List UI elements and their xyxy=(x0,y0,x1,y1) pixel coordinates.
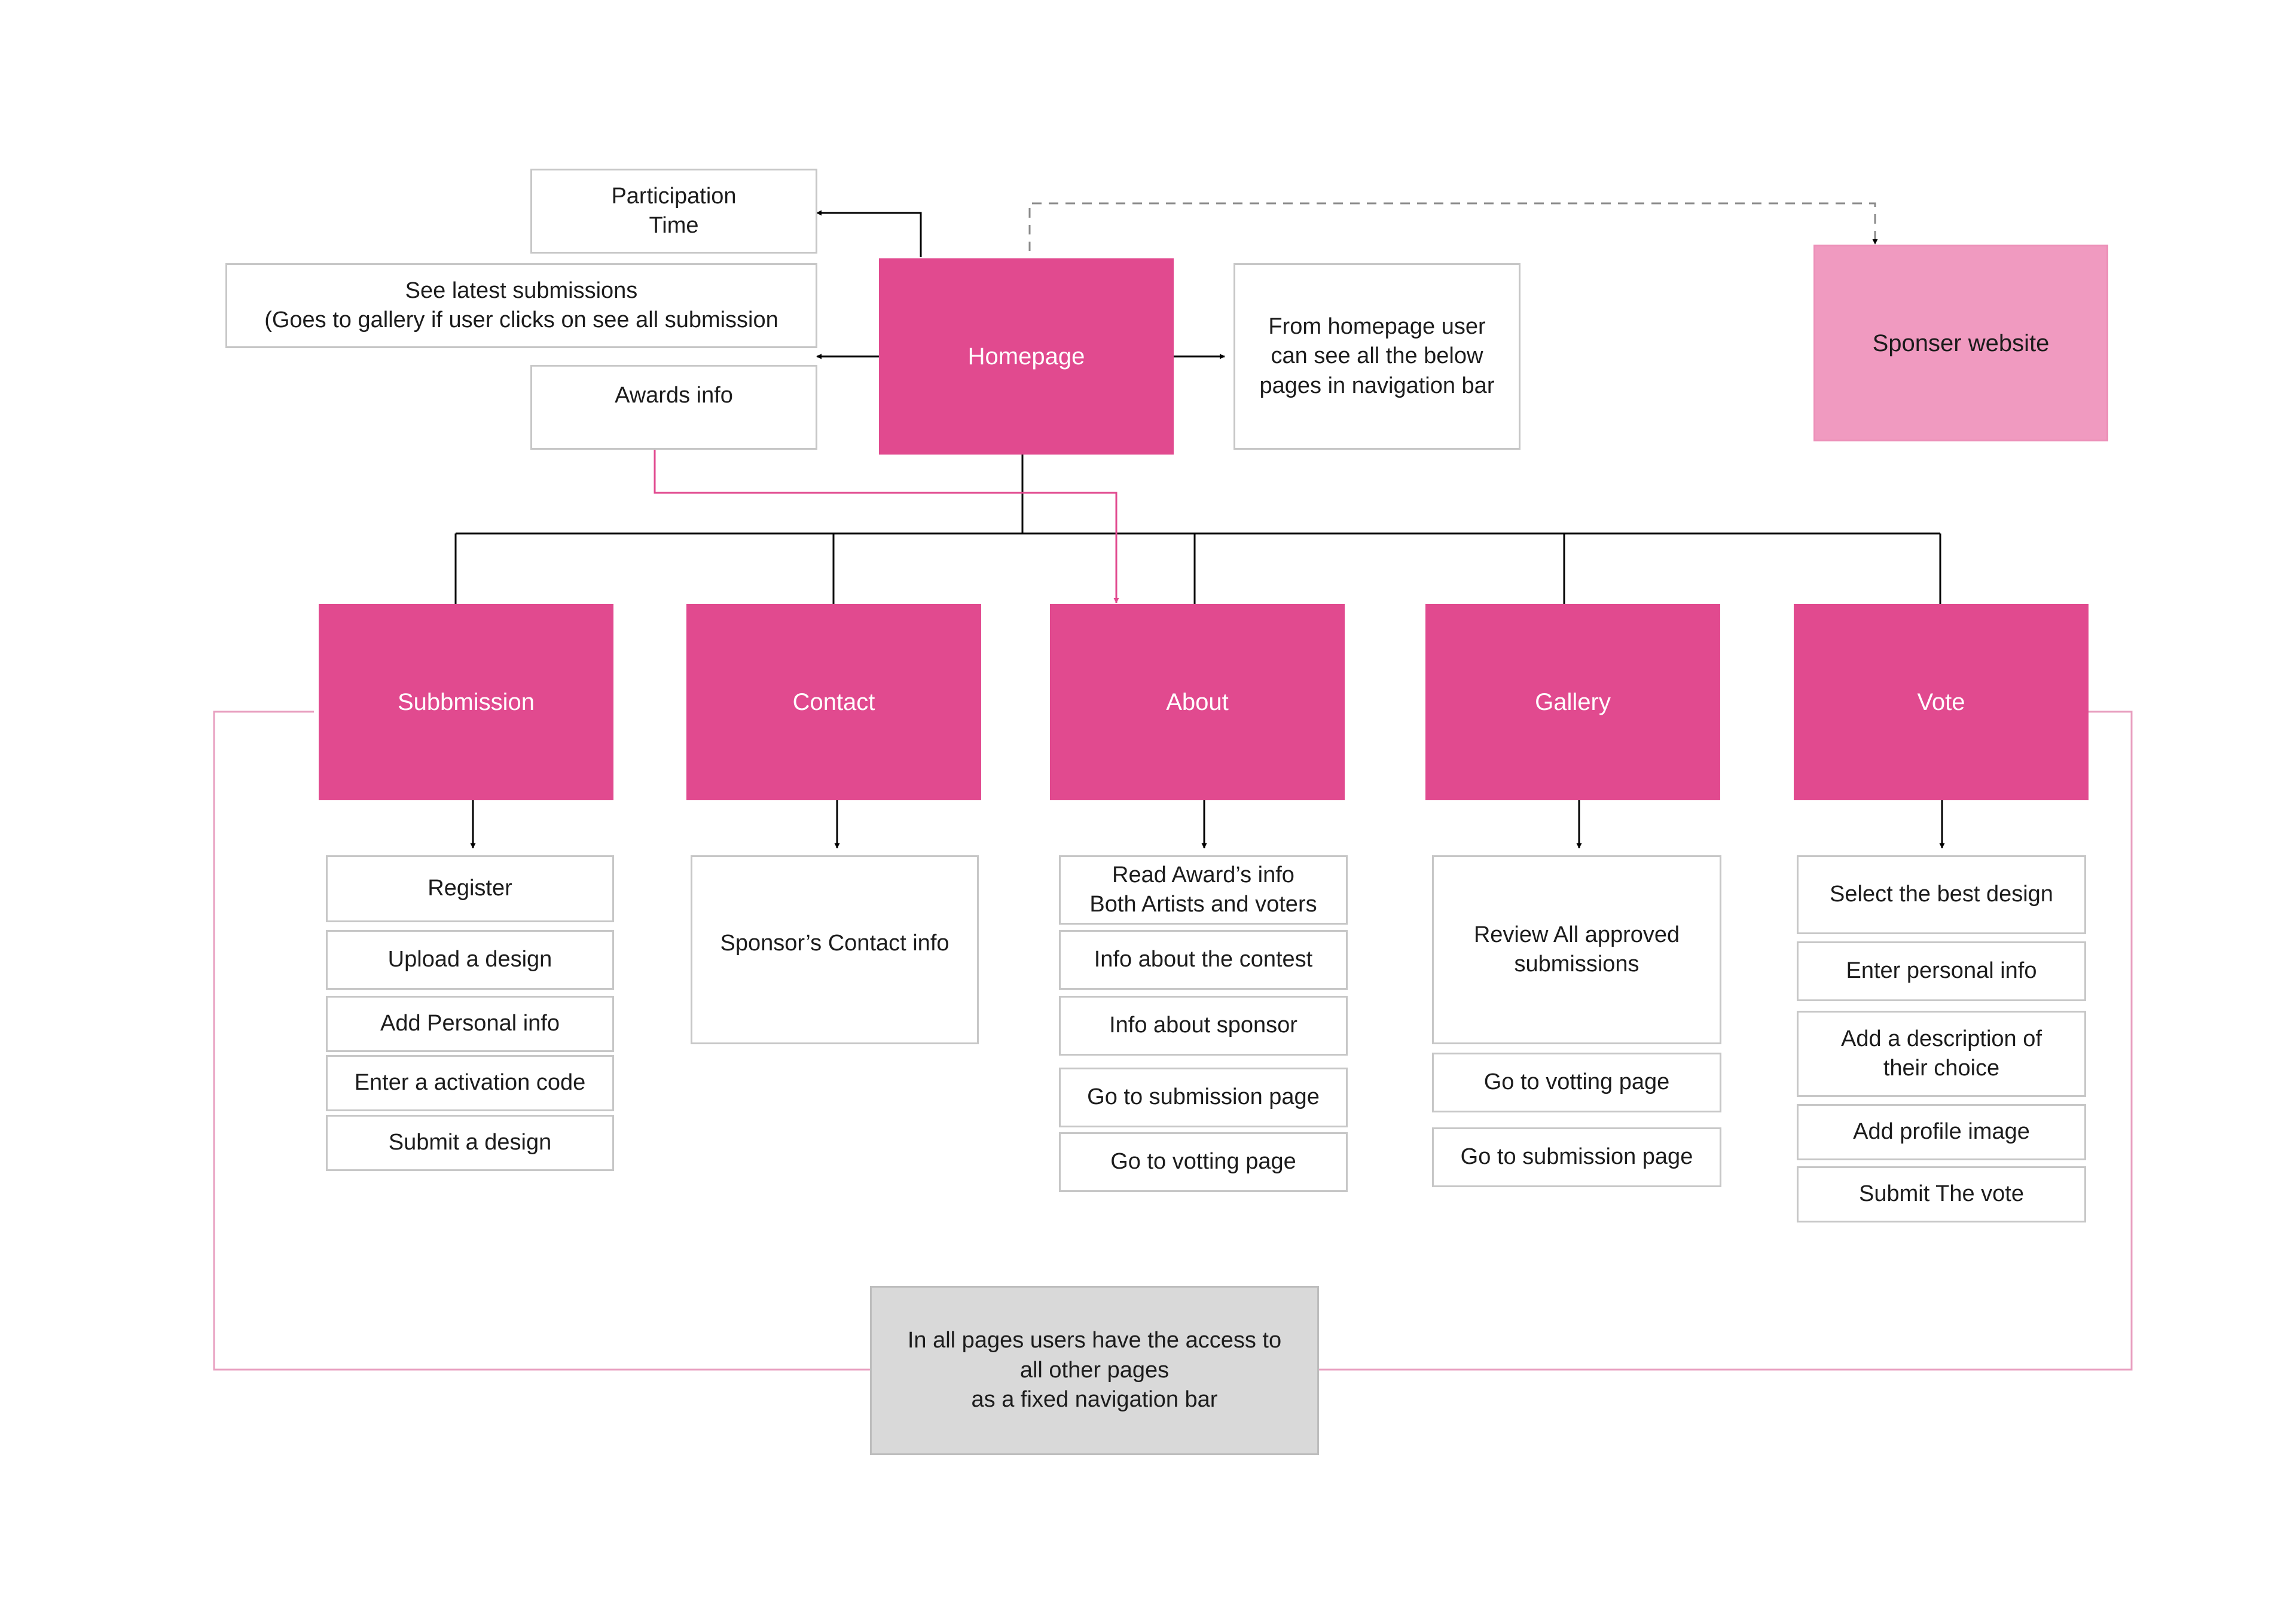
global-navigation-note: In all pages users have the access to al… xyxy=(870,1286,1319,1455)
page-about: About xyxy=(1050,604,1345,800)
vote-item-submit: Submit The vote xyxy=(1797,1166,2086,1222)
edge-homepage-sponsor xyxy=(1028,202,1878,251)
submission-item-register: Register xyxy=(326,855,614,922)
vote-item-description: Add a description of their choice xyxy=(1797,1011,2086,1097)
submission-item-personal-info: Add Personal info xyxy=(326,996,614,1052)
edge-nav-loop-right xyxy=(1319,711,2133,1371)
submission-item-upload: Upload a design xyxy=(326,930,614,990)
page-submission: Subbmission xyxy=(319,604,613,800)
contact-item-sponsor-info: Sponsor’s Contact info xyxy=(691,855,979,1044)
about-item-award-info: Read Award’s info Both Artists and voter… xyxy=(1059,855,1348,925)
awards-info-node: Awards info xyxy=(530,365,817,450)
gallery-item-go-voting: Go to votting page xyxy=(1432,1053,1721,1112)
edge-nav-loop-left xyxy=(213,711,870,1371)
page-contact: Contact xyxy=(686,604,981,800)
vote-item-profile-image: Add profile image xyxy=(1797,1104,2086,1160)
edge-homepage-participation xyxy=(816,210,922,257)
gallery-item-review: Review All approved submissions xyxy=(1432,855,1721,1044)
vote-item-select-design: Select the best design xyxy=(1797,855,2086,934)
about-item-sponsor-info: Info about sponsor xyxy=(1059,996,1348,1056)
submission-item-activation: Enter a activation code xyxy=(326,1055,614,1111)
about-item-go-voting: Go to votting page xyxy=(1059,1132,1348,1192)
sponsor-website-node: Sponser website xyxy=(1813,245,2108,441)
participation-time-node: Participation Time xyxy=(530,169,817,254)
homepage-node: Homepage xyxy=(879,258,1174,455)
gallery-item-go-submission: Go to submission page xyxy=(1432,1127,1721,1187)
about-item-contest-info: Info about the contest xyxy=(1059,930,1348,990)
page-gallery: Gallery xyxy=(1425,604,1720,800)
about-item-go-submission: Go to submission page xyxy=(1059,1068,1348,1127)
vote-item-personal-info: Enter personal info xyxy=(1797,941,2086,1001)
edge-awards-about xyxy=(654,450,1119,603)
submission-item-submit: Submit a design xyxy=(326,1115,614,1171)
latest-submissions-node: See latest submissions (Goes to gallery … xyxy=(225,263,817,348)
navigation-note-node: From homepage user can see all the below… xyxy=(1234,263,1521,450)
page-vote: Vote xyxy=(1794,604,2089,800)
